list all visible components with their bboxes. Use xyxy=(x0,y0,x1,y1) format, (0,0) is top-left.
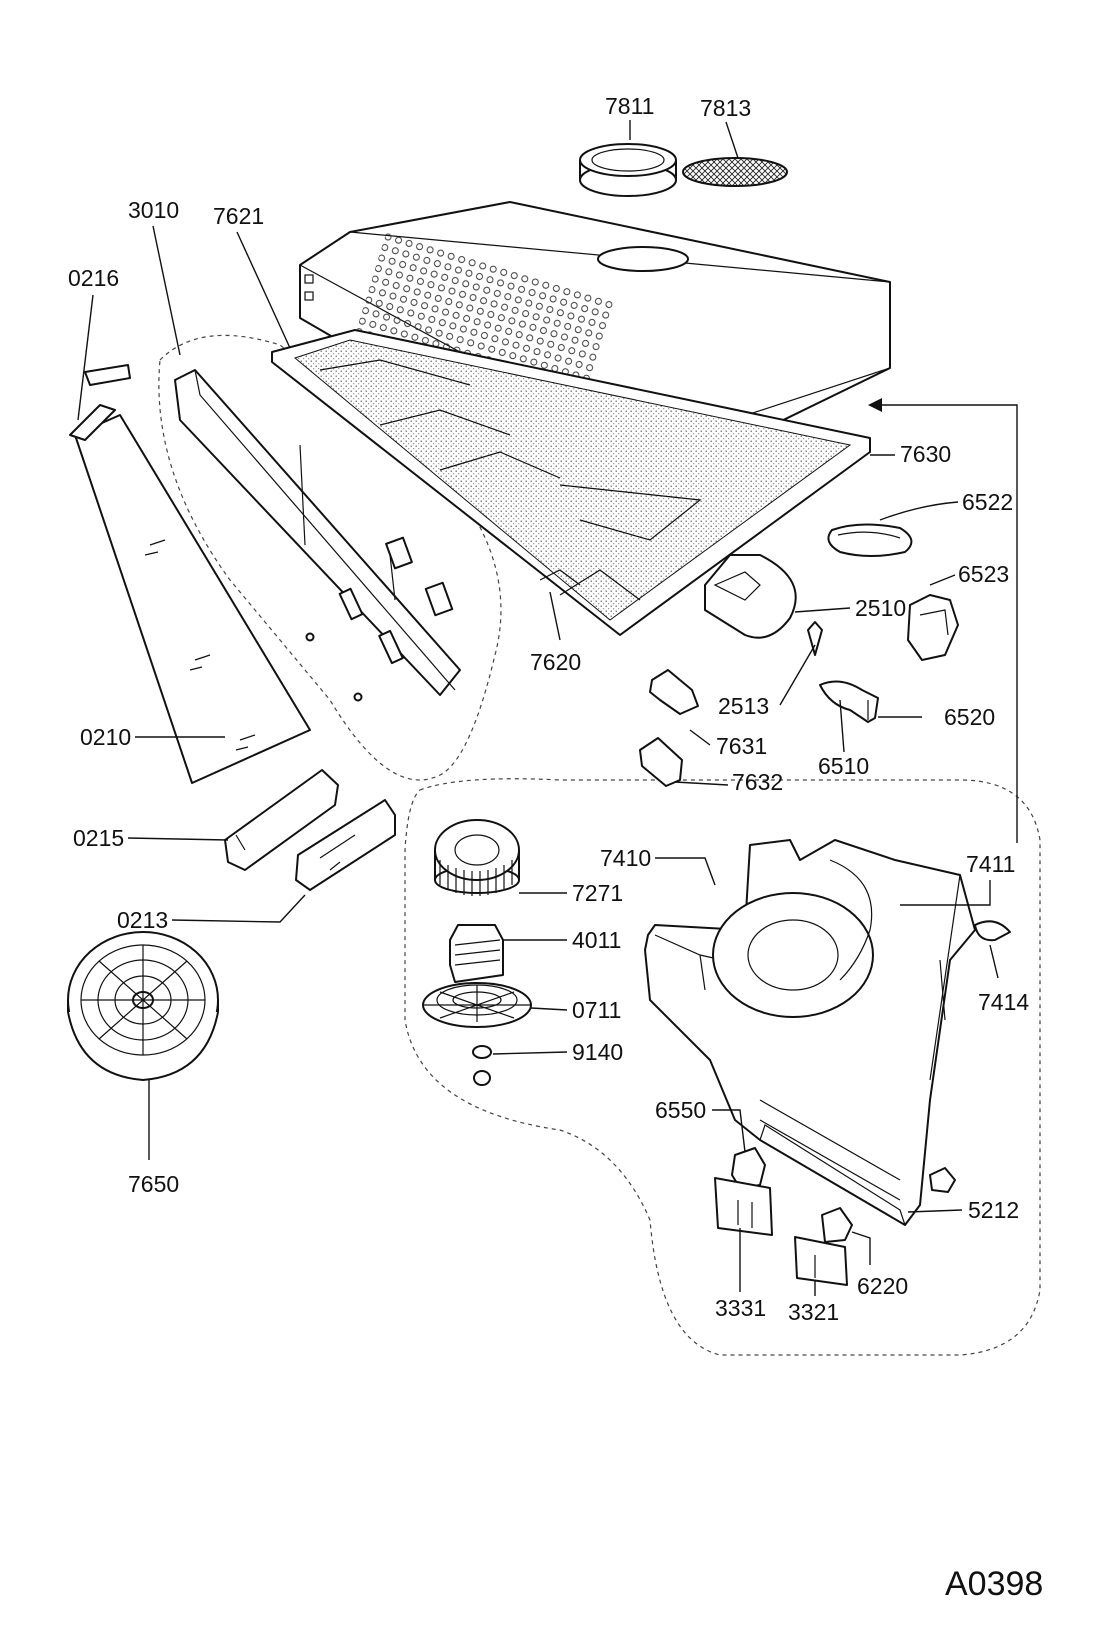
part-label-7631: 7631 xyxy=(716,733,767,759)
part-label-3321: 3321 xyxy=(788,1299,839,1325)
assembly-arrow-head xyxy=(868,398,882,412)
part-label-9140: 9140 xyxy=(572,1039,623,1065)
part-label-7621: 7621 xyxy=(213,203,264,229)
lamp-6520 xyxy=(819,680,879,723)
part-label-6550: 6550 xyxy=(655,1097,706,1123)
hinge-right xyxy=(295,799,396,891)
part-label-7271: 7271 xyxy=(572,880,623,906)
mesh-disc xyxy=(682,157,788,187)
part-label-6520: 6520 xyxy=(944,704,995,730)
part-label-0210: 0210 xyxy=(80,724,131,750)
screw xyxy=(807,621,823,656)
motor-housing xyxy=(644,839,976,1226)
panel-3331 xyxy=(714,1177,773,1236)
part-label-0711: 0711 xyxy=(572,997,621,1023)
leader-lines xyxy=(77,120,999,1296)
diagram-code: A0398 xyxy=(945,1565,1043,1603)
nut-9140 xyxy=(472,1045,492,1086)
part-label-3010: 3010 xyxy=(128,197,179,223)
switch-6220 xyxy=(821,1207,853,1243)
filter-tray xyxy=(271,329,871,636)
clip-7631 xyxy=(649,669,699,715)
part-label-7632: 7632 xyxy=(732,769,783,795)
part-label-7620: 7620 xyxy=(530,649,581,675)
part-label-7811: 7811 xyxy=(605,93,654,119)
glass-visor xyxy=(69,364,311,784)
part-label-5212: 5212 xyxy=(968,1197,1019,1223)
motor-housing-group-outline xyxy=(404,778,1041,1356)
part-label-2510: 2510 xyxy=(855,595,906,621)
part-label-6523: 6523 xyxy=(958,561,1009,587)
part-label-7650: 7650 xyxy=(128,1171,179,1197)
hinge-left xyxy=(224,769,339,871)
panel-3321 xyxy=(794,1236,848,1286)
part-label-7630: 7630 xyxy=(900,441,951,467)
lamp-cover xyxy=(704,554,797,639)
motor-7271 xyxy=(434,819,520,896)
part-label-6510: 6510 xyxy=(818,753,869,779)
part-label-7410: 7410 xyxy=(600,845,651,871)
assembly-arrow-line xyxy=(880,404,1018,843)
part-label-0213: 0213 xyxy=(117,907,168,933)
clip-7414 xyxy=(974,920,1011,942)
block-5212 xyxy=(929,1167,956,1193)
fan-grid-0711 xyxy=(422,982,532,1028)
part-label-6220: 6220 xyxy=(857,1273,908,1299)
part-label-3331: 3331 xyxy=(715,1295,766,1321)
switch-6550 xyxy=(731,1147,766,1189)
round-filter xyxy=(67,931,219,1081)
part-label-6522: 6522 xyxy=(962,489,1013,515)
clip-7632 xyxy=(639,737,683,787)
switch-6523 xyxy=(907,594,959,661)
control-panel xyxy=(174,369,461,702)
vent-ring xyxy=(579,143,677,197)
part-label-7813: 7813 xyxy=(700,95,751,121)
capacitor-4011 xyxy=(449,924,504,983)
part-label-0216: 0216 xyxy=(68,265,119,291)
part-label-7411: 7411 xyxy=(966,851,1015,877)
part-label-0215: 0215 xyxy=(73,825,124,851)
part-label-7414: 7414 xyxy=(978,989,1029,1015)
lamp-holder-6522 xyxy=(827,523,913,557)
part-label-4011: 4011 xyxy=(572,927,621,953)
part-label-2513: 2513 xyxy=(718,693,769,719)
